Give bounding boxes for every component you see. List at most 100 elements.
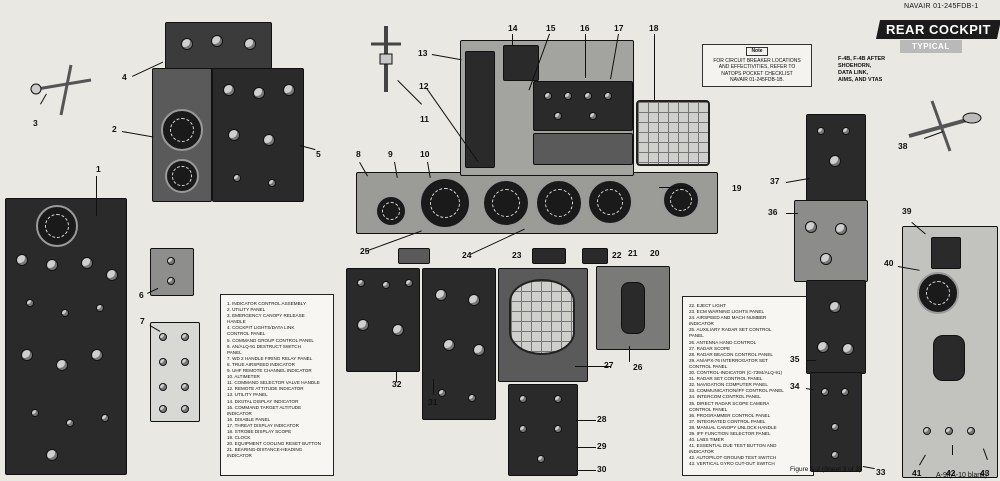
legend-item: 1. INDICATOR CONTROL ASSEMBLY [227,301,306,306]
callout-7: 7 [140,316,145,326]
altimeter-gauge-icon [419,177,471,229]
callout-43: 43 [980,468,990,478]
communication-iff-panel-illustration [810,372,862,472]
knob-icon [835,223,847,235]
callout-26: 26 [633,362,643,372]
legend-item: 13. UTILITY PANEL [227,392,268,398]
legend-item: CONTROL PANEL [689,406,728,412]
figure-caption: Figure A-2 (Sheet 3 of 3) [790,466,862,473]
knob-icon [223,84,235,96]
legend-item: INDICATOR [689,449,714,455]
callout-3: 3 [33,118,38,128]
callout-27: 27 [604,360,614,370]
legend-item: 27. RADAR SCOPE [689,345,731,351]
callout-17: 17 [614,23,624,33]
circuit-breaker-note: Note FOR CIRCUIT BREAKER LOCATIONS AND E… [702,44,812,87]
legend-item: 26. ANTENNA HAND CONTROL [689,339,757,345]
leader-line [806,360,816,361]
legend-item: 23. ECM WARNING LIGHTS PANEL [689,309,765,315]
leader-line [575,366,611,367]
callout-10: 10 [420,149,430,159]
section-subbanner: TYPICAL [900,40,962,53]
iff-function-selector-illustration [931,237,961,269]
leader-line [121,131,154,138]
page-number: A-9/(A-10 blank) [936,472,987,479]
legend-item: 8. TRUE AIRSPEED INDICATOR [227,361,295,367]
leader-line [96,176,97,216]
callout-4: 4 [122,72,127,82]
knob-icon [438,389,446,397]
knob-icon [211,35,223,47]
legend-item: 36. PROGRAMMER CONTROL PANEL [689,412,771,418]
leader-line [576,420,596,421]
callout-30: 30 [597,464,607,474]
leader-line [786,213,798,214]
callout-42: 42 [946,468,956,478]
callout-37: 37 [770,176,780,186]
knob-icon [842,127,850,135]
callout-14: 14 [508,23,518,33]
hand-grip-icon [621,282,645,334]
gauge-icon [161,109,203,151]
callout-6: 6 [139,290,144,300]
legend-item: 18. STROBE DISPLAY SCOPE [227,428,292,434]
knob-icon [181,38,193,50]
legend-item: 16. DISABLE PANEL [227,416,271,422]
legend-item: 6. AN/ALQ-91 DESTRUCT SWITCH [227,343,301,349]
legend-item: 24. AIRSPEED AND MACH NUMBER [689,315,767,321]
legend-item: 32. NAVIGATION COMPUTER PANEL [689,382,768,388]
legend-item: CONTROL PANEL [227,331,266,337]
legend-item: 28. RADAR BEACON CONTROL PANEL [689,351,773,357]
navigation-computer-illustration [346,268,420,372]
legend-item: 10. ALTIMETER [227,374,260,380]
callout-11: 11 [420,114,429,124]
legend-item: 21. BEARING-DISTANCE-HEADING [227,447,303,453]
legend-item: 4. COCKPIT LIGHTS/DATA LINK [227,325,295,331]
document-id: NAVAIR 01-245FDB-1 [904,3,979,10]
legend-item: 5. COMMAND GROUP CONTROL PANEL [227,337,314,343]
leader-line [431,54,462,61]
legend-item: 15. COMMAND TARGET ALTITUDE [227,404,302,410]
callout-12: 12 [419,81,429,91]
knob-icon [544,92,552,100]
callout-9: 9 [388,149,393,159]
callout-25: 25 [360,246,370,256]
cockpit-lights-panel-illustration [165,22,272,69]
legend-item: 37. INTEGRATED CONTROL PANEL [689,418,766,424]
callout-40: 40 [884,258,894,268]
legend-item: HANDLE [227,319,246,325]
knob-icon [21,349,33,361]
callout-15: 15 [546,23,556,33]
antenna-hand-control-illustration [596,266,670,350]
knob-icon [233,174,241,182]
legend-item: PANEL [227,349,242,355]
bdhi-gauge-icon [587,179,633,225]
knob-icon [181,333,189,341]
leader-line [433,379,434,395]
legend-item: 34. INTERCOM CONTROL PANEL [689,394,761,400]
knob-icon [468,394,476,402]
knob-icon [91,349,103,361]
legend-item: 9. UHF REMOTE CHANNEL INDICATOR [227,368,312,374]
legend-item: 35. DIRECT RADAR SCOPE CAMERA [689,400,770,406]
intercom-scope-camera-illustration [806,280,866,374]
knob-icon [159,333,167,341]
callout-2: 2 [112,124,117,134]
knob-icon [159,405,167,413]
knob-icon [357,279,365,287]
legend-item: 20. EQUIPMENT COOLING RESET BUTTON [227,441,321,447]
legend-item: INDICATOR [689,321,714,327]
leader-line [862,466,875,470]
legend-item: 30. CONTROL-INDICATOR (C-7394/ALQ-91) [689,370,783,376]
knob-icon [473,344,485,356]
gauge-icon [36,205,78,247]
knob-icon [405,279,413,287]
callout-20: 20 [650,248,660,258]
leader-line [952,445,953,455]
radar-scope-housing-illustration [498,268,588,382]
legend-item: 43. VERTICAL GYRO CUT-OUT SWITCH [689,461,775,467]
knob-icon [382,281,390,289]
aux-radar-control-illustration [398,248,430,264]
